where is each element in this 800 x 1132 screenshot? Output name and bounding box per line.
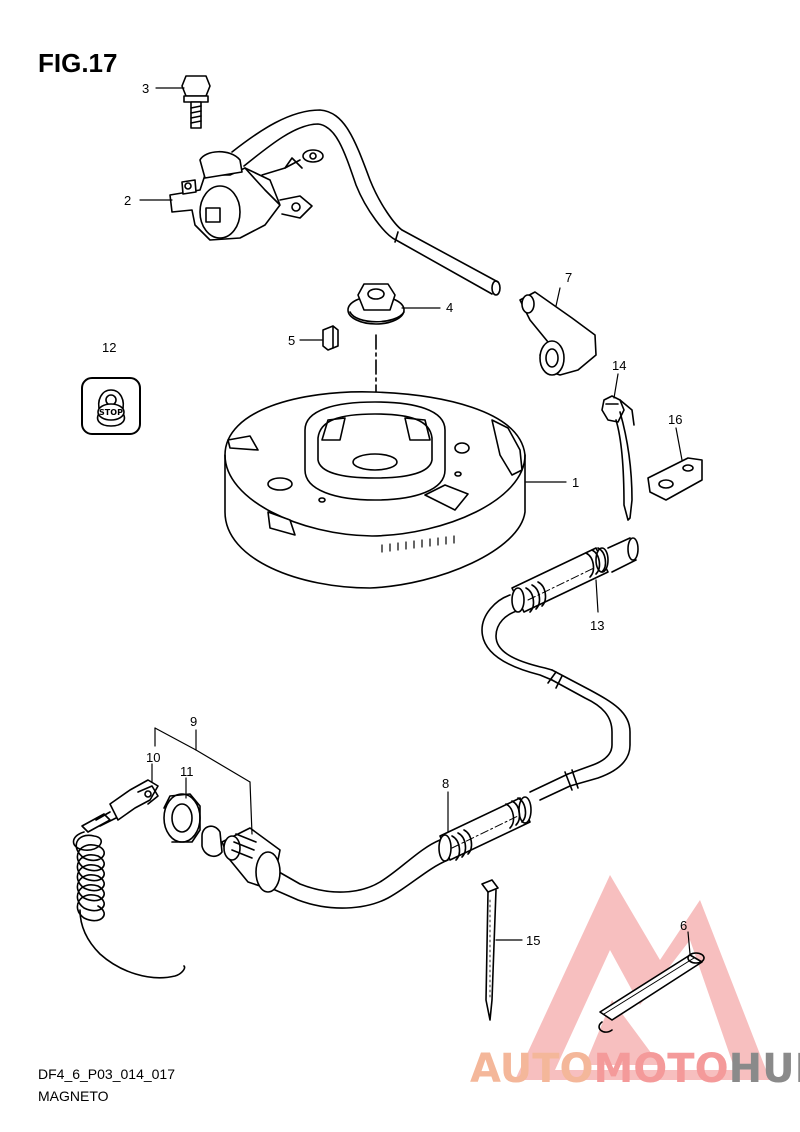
watermark-text: AUTOMOTOHUB (470, 1046, 800, 1092)
figure-title: FIG.17 (38, 48, 118, 78)
watermark-hub: HUB (728, 1046, 800, 1092)
callout-3: 3 (142, 81, 149, 96)
main-cable (529, 669, 631, 801)
stop-button-part (81, 377, 141, 435)
callout-11: 11 (180, 764, 194, 779)
plate-part (647, 457, 703, 501)
flywheel-nut-part (347, 283, 405, 325)
clip-part (601, 395, 635, 521)
callout-15: 15 (526, 933, 540, 948)
watermark-auto: AUTO (470, 1046, 594, 1092)
flywheel-part (224, 391, 526, 589)
callout-10: 10 (146, 750, 160, 765)
bolt-part (181, 75, 211, 129)
callout-2: 2 (124, 193, 131, 208)
figure-caption: MAGNETO (38, 1088, 109, 1104)
ignition-cable (231, 109, 501, 296)
cable-tie-part (481, 879, 499, 1021)
callout-13: 13 (590, 618, 604, 633)
protector-tube-part (481, 537, 639, 681)
second-protector-part (438, 796, 532, 862)
callout-6: 6 (680, 918, 687, 933)
callout-12: 12 (102, 340, 116, 355)
stop-label: STOP (99, 408, 123, 417)
stop-switch-part (201, 825, 281, 893)
callout-1: 1 (572, 475, 579, 490)
key-part (322, 325, 339, 351)
callout-14: 14 (612, 358, 626, 373)
callout-4: 4 (446, 300, 453, 315)
ignition-coil-part (169, 150, 313, 241)
figure-code: DF4_6_P03_014_017 (38, 1066, 176, 1082)
lanyard-part (72, 779, 186, 979)
callout-7: 7 (565, 270, 572, 285)
callout-5: 5 (288, 333, 295, 348)
leader-lines (139, 87, 691, 955)
watermark-logo (515, 875, 770, 1080)
coil-terminal-wire (261, 149, 324, 176)
stop-switch-cable (265, 839, 449, 909)
spark-plug-cap-part (519, 291, 597, 376)
callout-8: 8 (442, 776, 449, 791)
watermark-moto: MOTO (593, 1046, 729, 1092)
callout-9: 9 (190, 714, 197, 729)
nut-ring-part (163, 793, 201, 843)
band-part (598, 952, 705, 1033)
callout-16: 16 (668, 412, 682, 427)
